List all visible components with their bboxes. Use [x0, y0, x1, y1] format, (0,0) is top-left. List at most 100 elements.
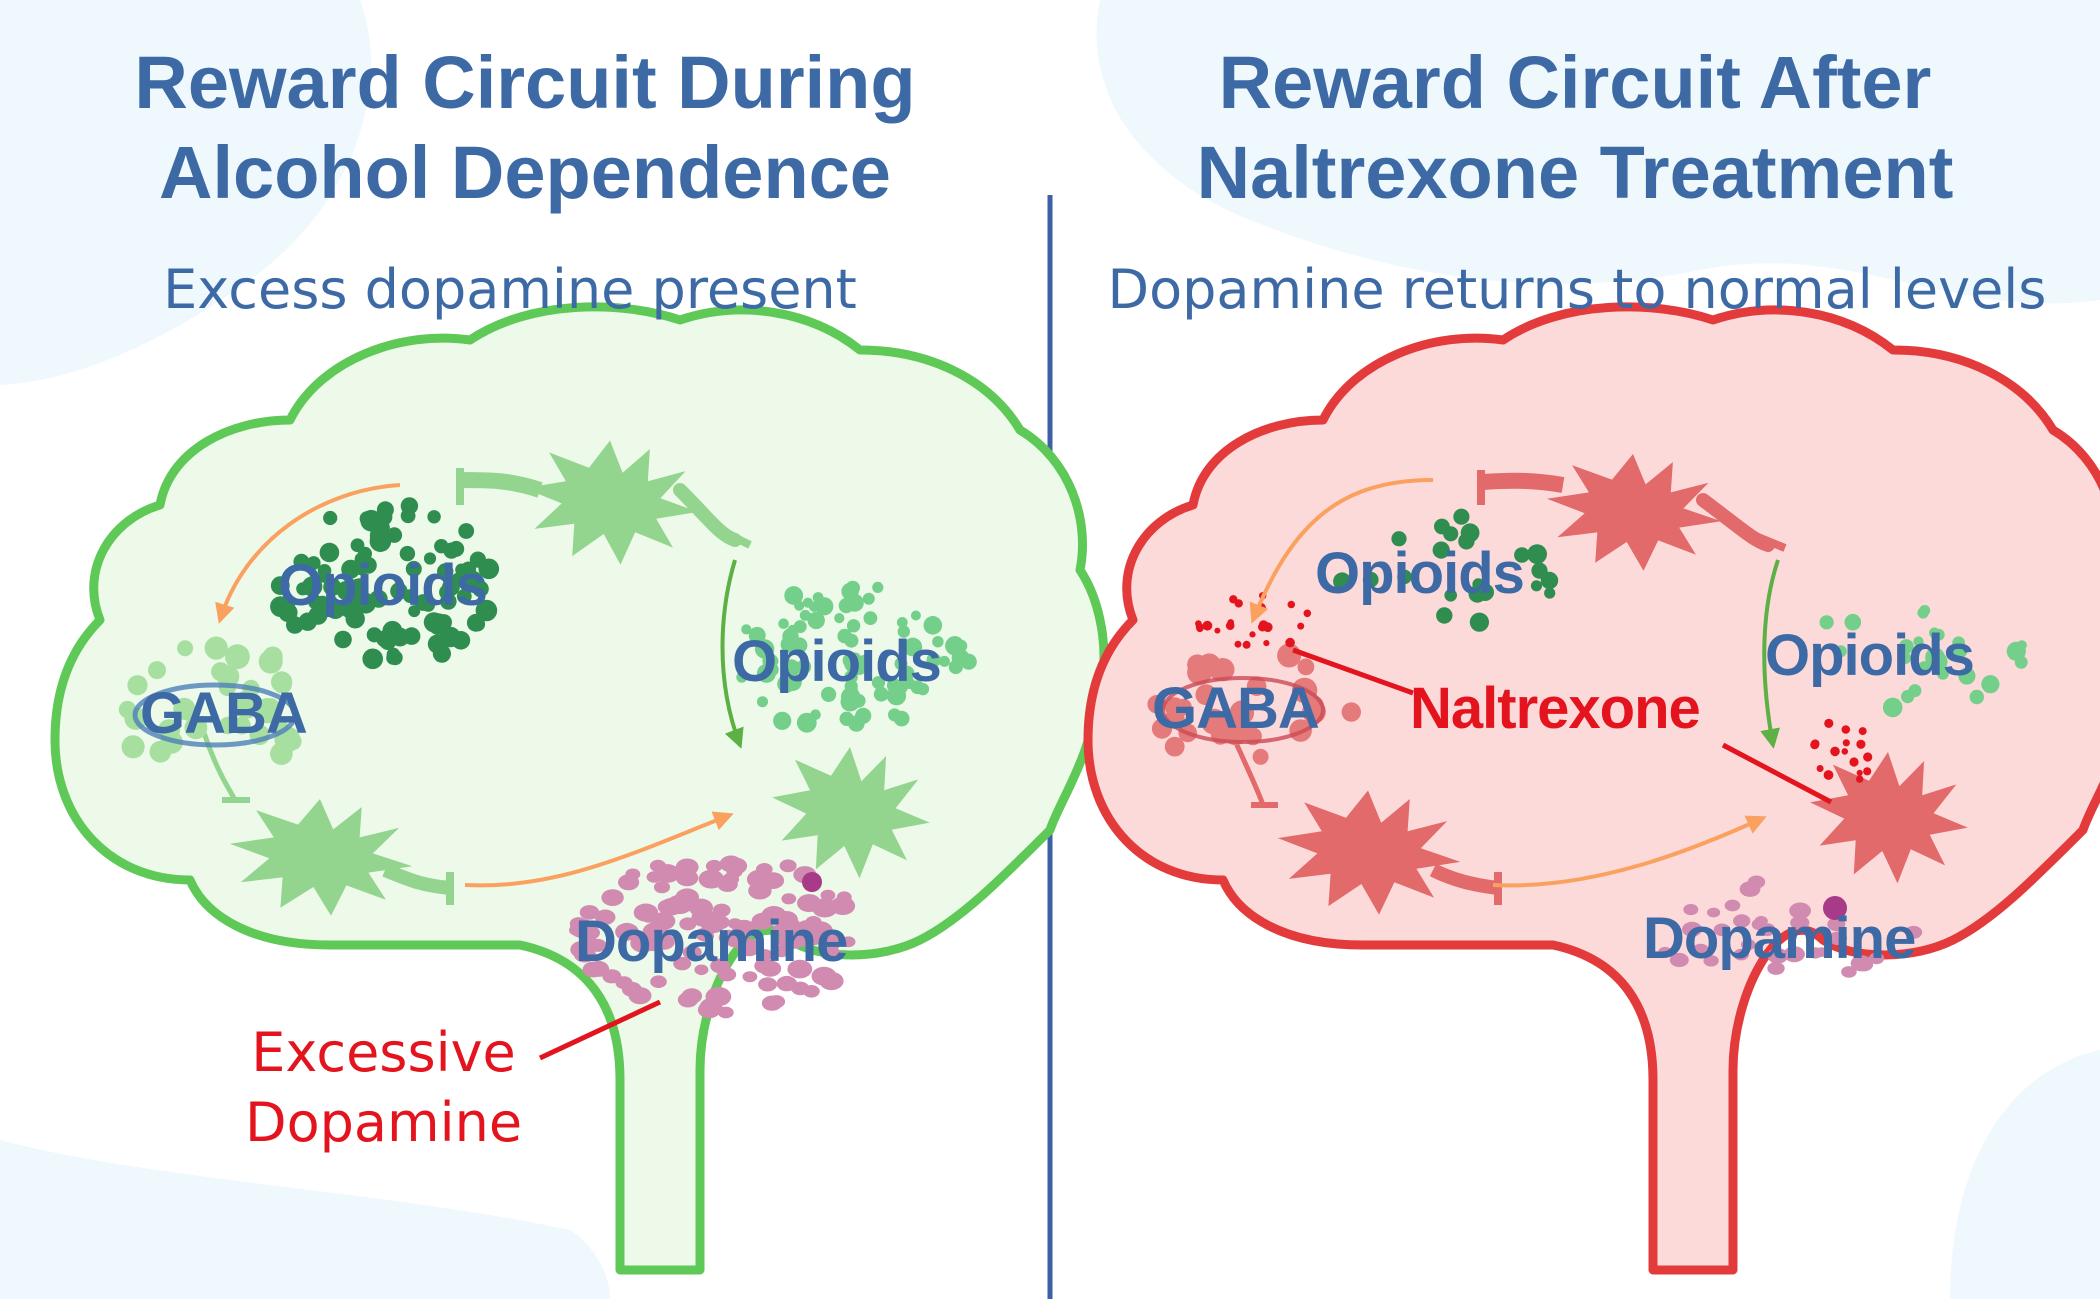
dopamine-particle [675, 869, 699, 887]
opioid-particle [821, 686, 837, 703]
opioid-particle [1527, 544, 1547, 564]
opioid-particle [456, 588, 472, 604]
gaba-particle [1187, 660, 1212, 685]
opioid-particle [840, 692, 860, 712]
opioid-particle [741, 624, 752, 635]
opioid-particle [437, 563, 454, 580]
dopamine-particle [1790, 915, 1810, 930]
opioid-particle [1951, 643, 1968, 659]
right-brain-diagram [1088, 307, 2100, 1270]
dopamine-particle [615, 922, 639, 941]
dopamine-particle [818, 930, 843, 949]
opioid-particle [955, 639, 968, 653]
opioid-particle [888, 708, 901, 722]
dopamine-cluster [569, 855, 856, 1019]
dopamine-particle [810, 923, 826, 934]
dopamine-particle [1747, 875, 1766, 889]
opioid-particle [448, 540, 465, 557]
dopamine-particle [1868, 952, 1885, 965]
opioid-particle [1899, 652, 1912, 664]
gaba-cluster [118, 636, 302, 765]
neuron-top-icon [1477, 454, 1787, 571]
opioid-particle [1918, 661, 1931, 674]
dopamine-particle [1692, 943, 1709, 956]
dopamine-particle [795, 920, 819, 938]
gaba-particle [127, 675, 148, 696]
opioid-particle [938, 655, 950, 667]
opioid-particle [286, 616, 304, 634]
opioid-particle [1468, 584, 1487, 603]
background-blob [1950, 1050, 2100, 1299]
opioid-particle [872, 581, 884, 594]
dopamine-particle [742, 971, 758, 983]
opioid-particle [897, 625, 910, 638]
opioid-particle [1908, 684, 1922, 698]
dopamine-particle [1733, 948, 1749, 961]
dopamine-particle [761, 906, 787, 925]
right-panel-title: Reward Circuit After Naltrexone Treatmen… [1075, 38, 2075, 218]
background-blob [0, 0, 371, 385]
opioid-particle [793, 620, 807, 634]
opioid-particle [390, 631, 403, 644]
dopamine-particle [836, 891, 852, 903]
right-label-opioids-right: Opioids [1765, 623, 1975, 688]
opioid-particle [1333, 572, 1352, 591]
opioid-particle [421, 598, 435, 612]
dopamine-particle [1754, 916, 1768, 926]
gaba-particle [254, 698, 281, 724]
dopamine-particle [594, 909, 616, 925]
dopamine-particle [825, 947, 842, 961]
naltrexone-particle [1863, 752, 1873, 762]
gaba-particle [271, 671, 293, 693]
opioid-particle [1928, 652, 1948, 672]
dopamine-particle [1683, 904, 1699, 916]
left-label-opioids-top: Opioids [278, 553, 488, 618]
opioid-particle [387, 650, 403, 666]
opioid-particle [1932, 628, 1945, 641]
opioid-particle [306, 556, 321, 570]
dopamine-particle [1827, 917, 1846, 932]
dopamine-particle [787, 959, 813, 979]
gaba-particle [225, 644, 250, 670]
left-panel-title: Reward Circuit During Alcohol Dependence [25, 38, 1025, 218]
left-title-line-1: Reward Circuit During [134, 41, 916, 124]
naltrexone-particle [1841, 748, 1849, 755]
opioid-particle [1936, 667, 1949, 680]
opioid-particle [764, 662, 779, 677]
opioid-particle [399, 545, 416, 562]
naltrexone-particle [1841, 725, 1851, 734]
opioid-particle [773, 711, 792, 730]
naltrexone-particle [1824, 718, 1834, 729]
left-brain-outline [55, 307, 1104, 1270]
opioid-particle [1530, 580, 1543, 592]
naltrexone-particle [1297, 622, 1305, 630]
naltrexone-particle [1202, 620, 1213, 631]
gaba-particle [148, 661, 166, 680]
dopamine-particle [646, 871, 662, 883]
opioid-particle [1958, 667, 1976, 685]
opioid-particle [894, 657, 908, 671]
opioid-particle [400, 508, 416, 524]
opioid-particle [323, 577, 342, 597]
opioid-particle [440, 593, 457, 610]
dopamine-particle [673, 956, 692, 971]
dopamine-highlight [802, 872, 822, 892]
opioid-particle [757, 696, 768, 708]
dopamine-particle [1740, 939, 1756, 951]
dopamine-particle [650, 975, 667, 988]
opioid-particle [1391, 531, 1407, 547]
right-title-line-2: Naltrexone Treatment [1196, 131, 1954, 214]
gaba-particle [1246, 676, 1267, 696]
opioid-particle [1844, 613, 1862, 631]
opioid-particle [458, 523, 475, 539]
opioid-particle [308, 605, 328, 625]
opioid-particle [1362, 571, 1379, 588]
naltrexone-particle [1842, 739, 1850, 747]
gaba-ring [132, 682, 298, 748]
opioid-particle [1432, 541, 1450, 559]
opioid-particle [1544, 587, 1556, 599]
dopamine-particle [758, 977, 778, 992]
opioid-particle [1436, 607, 1453, 624]
dopamine-particle [779, 859, 797, 873]
